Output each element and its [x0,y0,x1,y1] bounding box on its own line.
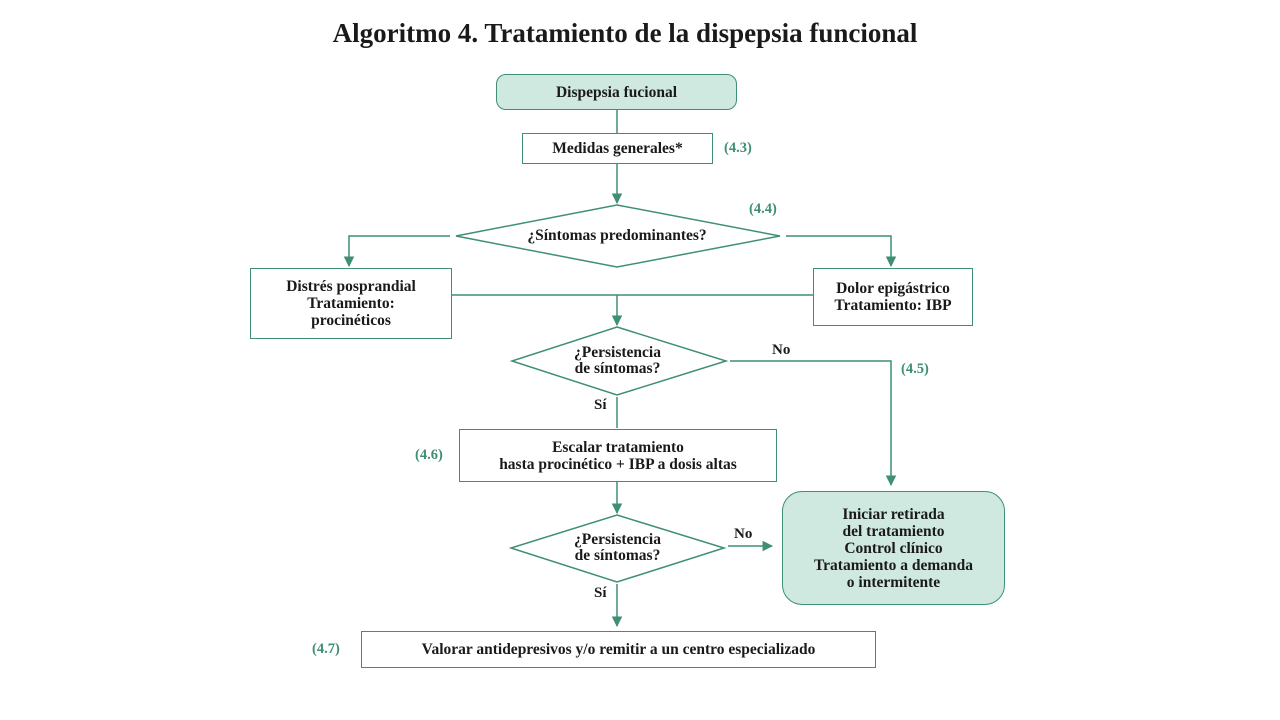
edge-label-si-1: Sí [594,397,607,413]
edge-predominant-pain [786,235,897,268]
node-distres-posprandial: Distrés posprandial Tratamiento: prociné… [250,268,452,339]
node-sintomas-predominantes: ¿Síntomas predominantes? [527,227,707,244]
node-persistencia-2: ¿Persistencia de síntomas? [574,531,661,564]
edge-predominant-distress [343,235,450,268]
diagram-title: Algoritmo 4. Tratamiento de la dispepsia… [332,18,918,48]
diamond-persist1 [509,326,729,396]
ref-4-6: (4.6) [415,447,443,463]
ref-4-7: (4.7) [312,641,340,657]
node-dolor-epigastrico: Dolor epigástrico Tratamiento: IBP [813,268,973,326]
edge-persist1-no [730,360,897,487]
node-valorar-antidepresivos: Valorar antidepresivos y/o remitir a un … [361,631,876,668]
node-medidas-generales: Medidas generales* [522,133,713,164]
diamond-persist2 [508,514,727,583]
diamond-predominant [455,204,781,268]
edge-label-si-2: Sí [594,585,607,601]
ref-4-4: (4.4) [749,201,777,217]
node-dispepsia-funcional: Dispepsia fucional [496,74,737,110]
ref-4-3: (4.3) [724,140,752,156]
node-iniciar-retirada: Iniciar retirada del tratamiento Control… [782,491,1005,605]
node-persistencia-1: ¿Persistencia de síntomas? [574,344,661,377]
edge-label-no-1: No [772,342,791,358]
edge-label-no-2: No [734,526,753,542]
ref-4-5: (4.5) [901,361,929,377]
node-escalar-tratamiento: Escalar tratamiento hasta procinético + … [459,429,777,482]
